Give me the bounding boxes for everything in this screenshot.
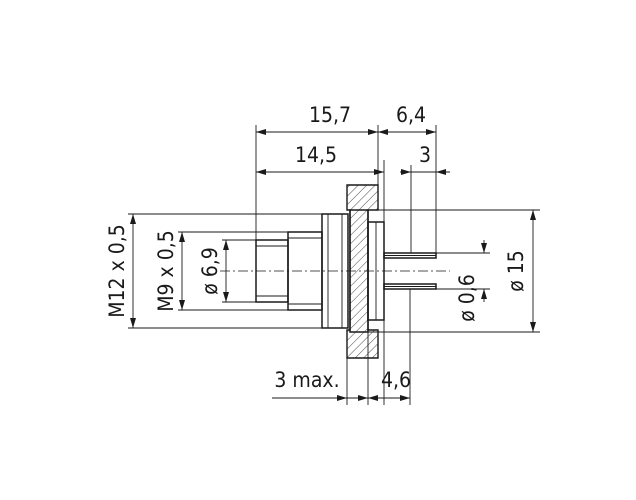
dimension-flange-thickness: 4,6 [368,368,411,401]
dimension-pin-length: 6,4 [378,103,436,135]
dimension-pin-diameter: ø 0,6 [455,240,487,322]
dimension-body-length: 14,5 [256,143,385,222]
label-pin-projection: 3 [419,143,431,167]
dimension-thread-inner: M9 x 0,5 [154,230,185,312]
extension-lines-horizontal [128,209,540,333]
dimension-pin-projection: 3 [400,143,450,175]
label-thread-inner: M9 x 0,5 [154,230,178,312]
dimension-flange-diameter: ø 15 [504,210,536,332]
dimension-thread-outer: M12 x 0,5 [105,214,136,328]
extension-lines [255,125,437,405]
dimension-panel-thickness: 3 max. [272,368,368,401]
label-socket-diameter: ø 6,9 [198,247,222,295]
dimension-socket-diameter: ø 6,9 [198,240,229,302]
dimension-overall-length: 15,7 [256,103,378,135]
label-pin-diameter: ø 0,6 [455,274,479,322]
label-pin-length: 6,4 [396,103,426,127]
label-body-length: 14,5 [295,143,337,167]
label-thread-outer: M12 x 0,5 [105,224,129,318]
label-flange-thickness: 4,6 [381,368,411,392]
label-panel-thickness: 3 max. [274,368,339,392]
label-flange-diameter: ø 15 [504,250,528,292]
label-overall-length: 15,7 [309,103,351,127]
